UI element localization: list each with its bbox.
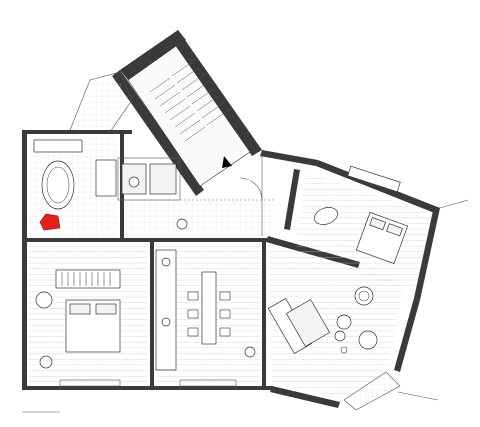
stair-treads — [149, 59, 231, 142]
desk — [347, 165, 401, 193]
vanity — [33, 139, 83, 153]
bedroom-window — [59, 379, 121, 387]
bathroom — [28, 135, 118, 237]
wardrobe — [55, 269, 121, 289]
kitchen-dining — [155, 243, 261, 387]
balcony — [343, 371, 401, 411]
dining-table-icon — [201, 271, 217, 345]
coat-stand-icon — [176, 218, 188, 230]
kitchen-counter — [155, 249, 177, 371]
armchair-icon — [354, 286, 374, 306]
bedroom — [28, 243, 148, 387]
stool-icon — [244, 346, 256, 358]
coffee-table-icon — [336, 314, 352, 330]
nightstand-lamp-icon — [39, 355, 53, 369]
living-room — [267, 244, 404, 398]
double-bed-icon-2 — [355, 211, 409, 265]
north-arrow-icon — [222, 156, 232, 168]
floor-lamp-icon — [340, 346, 348, 354]
toilet-icon — [128, 176, 140, 188]
hallway — [124, 177, 274, 236]
shower-tray — [95, 159, 117, 197]
kitchen-window — [179, 379, 237, 387]
plant-icon-2 — [358, 330, 378, 350]
lounge-chair-icon — [314, 207, 338, 225]
plant-icon — [35, 291, 53, 309]
door-swing-hall — [239, 177, 263, 201]
armchair-red-icon — [39, 213, 61, 231]
property-lines — [22, 150, 469, 413]
stair-core — [112, 30, 262, 196]
wc-block — [117, 157, 181, 201]
